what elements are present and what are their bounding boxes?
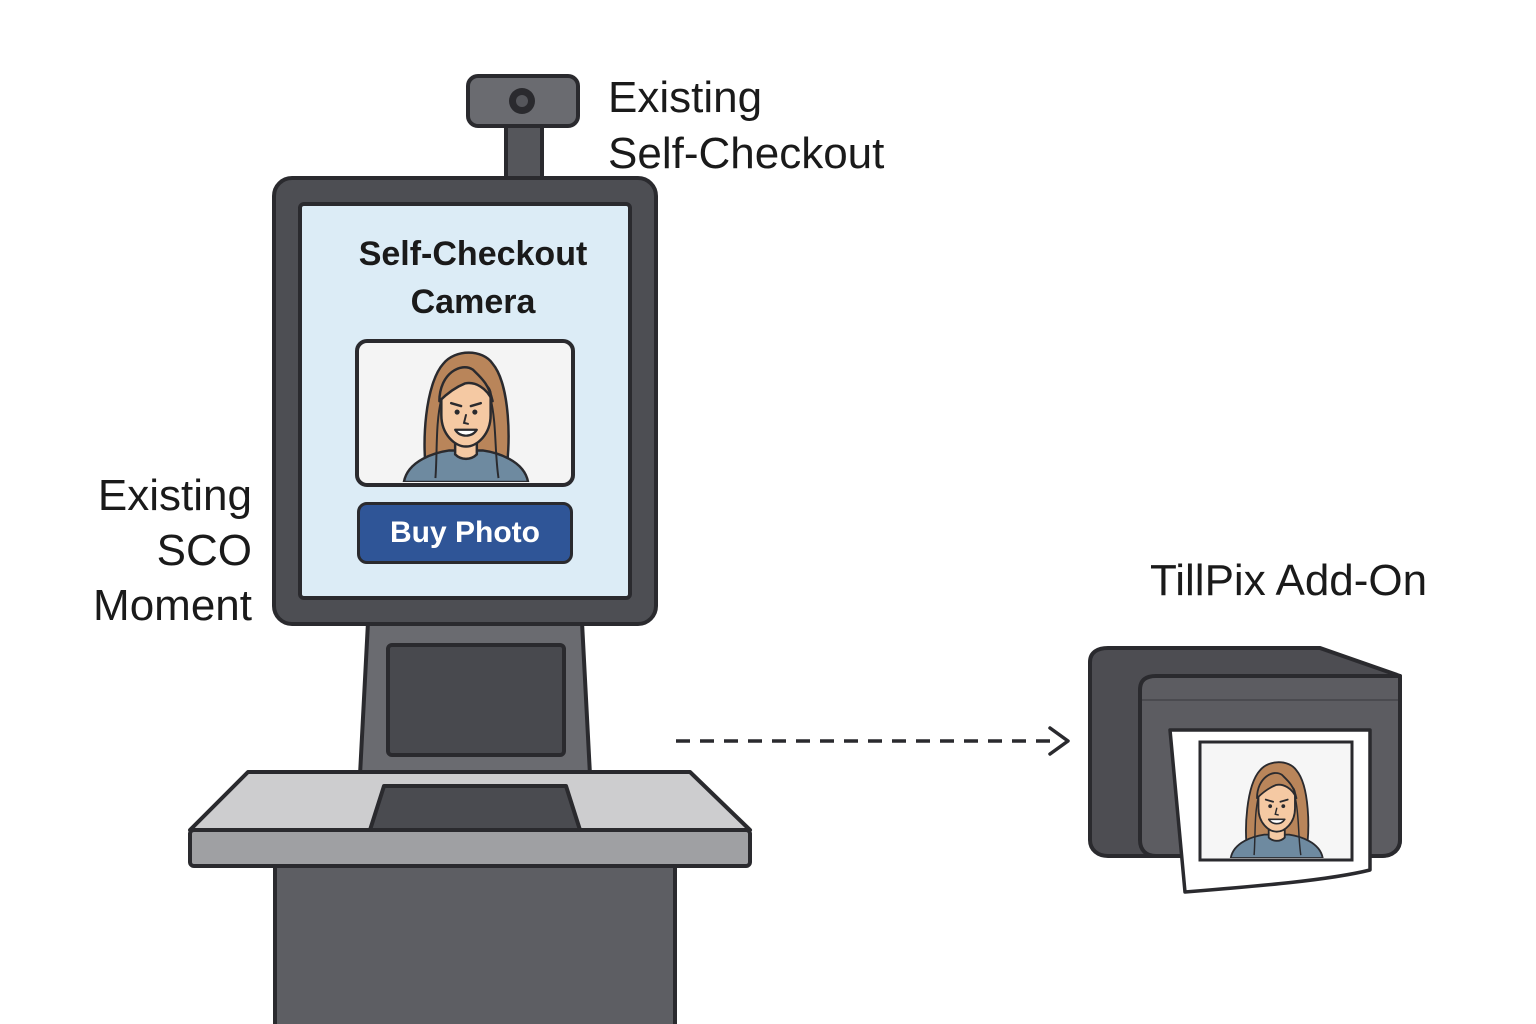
buy-photo-button[interactable]: Buy Photo bbox=[357, 502, 573, 564]
camera-mast bbox=[504, 118, 544, 184]
label-existing-self-checkout: Existing Self-Checkout bbox=[608, 73, 885, 178]
arrow-head-icon bbox=[1048, 726, 1070, 756]
label-existing-sco-moment: Existing SCO Moment bbox=[93, 471, 252, 630]
kiosk-counter-edge bbox=[188, 828, 752, 868]
label-tillpix-add-on: TillPix Add-On bbox=[1150, 556, 1428, 605]
scanner-plate bbox=[368, 784, 582, 832]
kiosk-stand-panel bbox=[386, 643, 566, 757]
screen-title: Self-Checkout Camera bbox=[358, 235, 588, 321]
kiosk-cabinet bbox=[273, 860, 677, 1024]
